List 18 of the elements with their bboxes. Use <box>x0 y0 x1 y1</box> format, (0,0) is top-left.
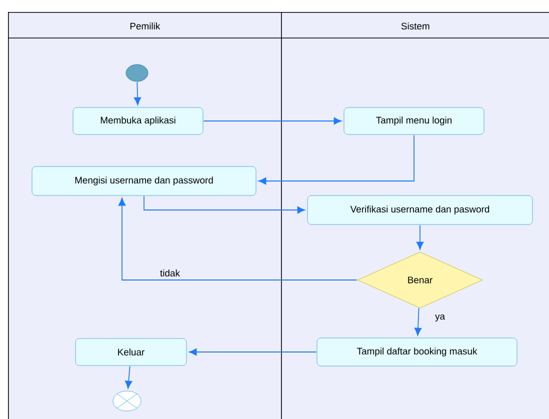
arrow <box>134 82 142 106</box>
activity-box: Tampil menu login <box>344 107 484 135</box>
activity-box: Tampil daftar booking masuk <box>316 338 518 366</box>
activity-box: Mengisi username dan password <box>32 166 256 196</box>
final-node <box>112 390 142 412</box>
arrow <box>414 308 422 336</box>
arrow <box>188 348 317 356</box>
edge-label: tidak <box>159 268 181 278</box>
activity-box: Keluar <box>75 338 187 366</box>
activity-box: Membuka aplikasi <box>72 107 204 135</box>
arrow <box>144 196 306 214</box>
arrow <box>258 134 414 185</box>
arrow <box>118 198 358 280</box>
activity-box: Verifikasi username dan pasword <box>307 195 533 225</box>
arrow <box>416 224 424 250</box>
arrow <box>125 366 132 389</box>
start-node <box>126 64 148 82</box>
arrow <box>203 117 342 125</box>
